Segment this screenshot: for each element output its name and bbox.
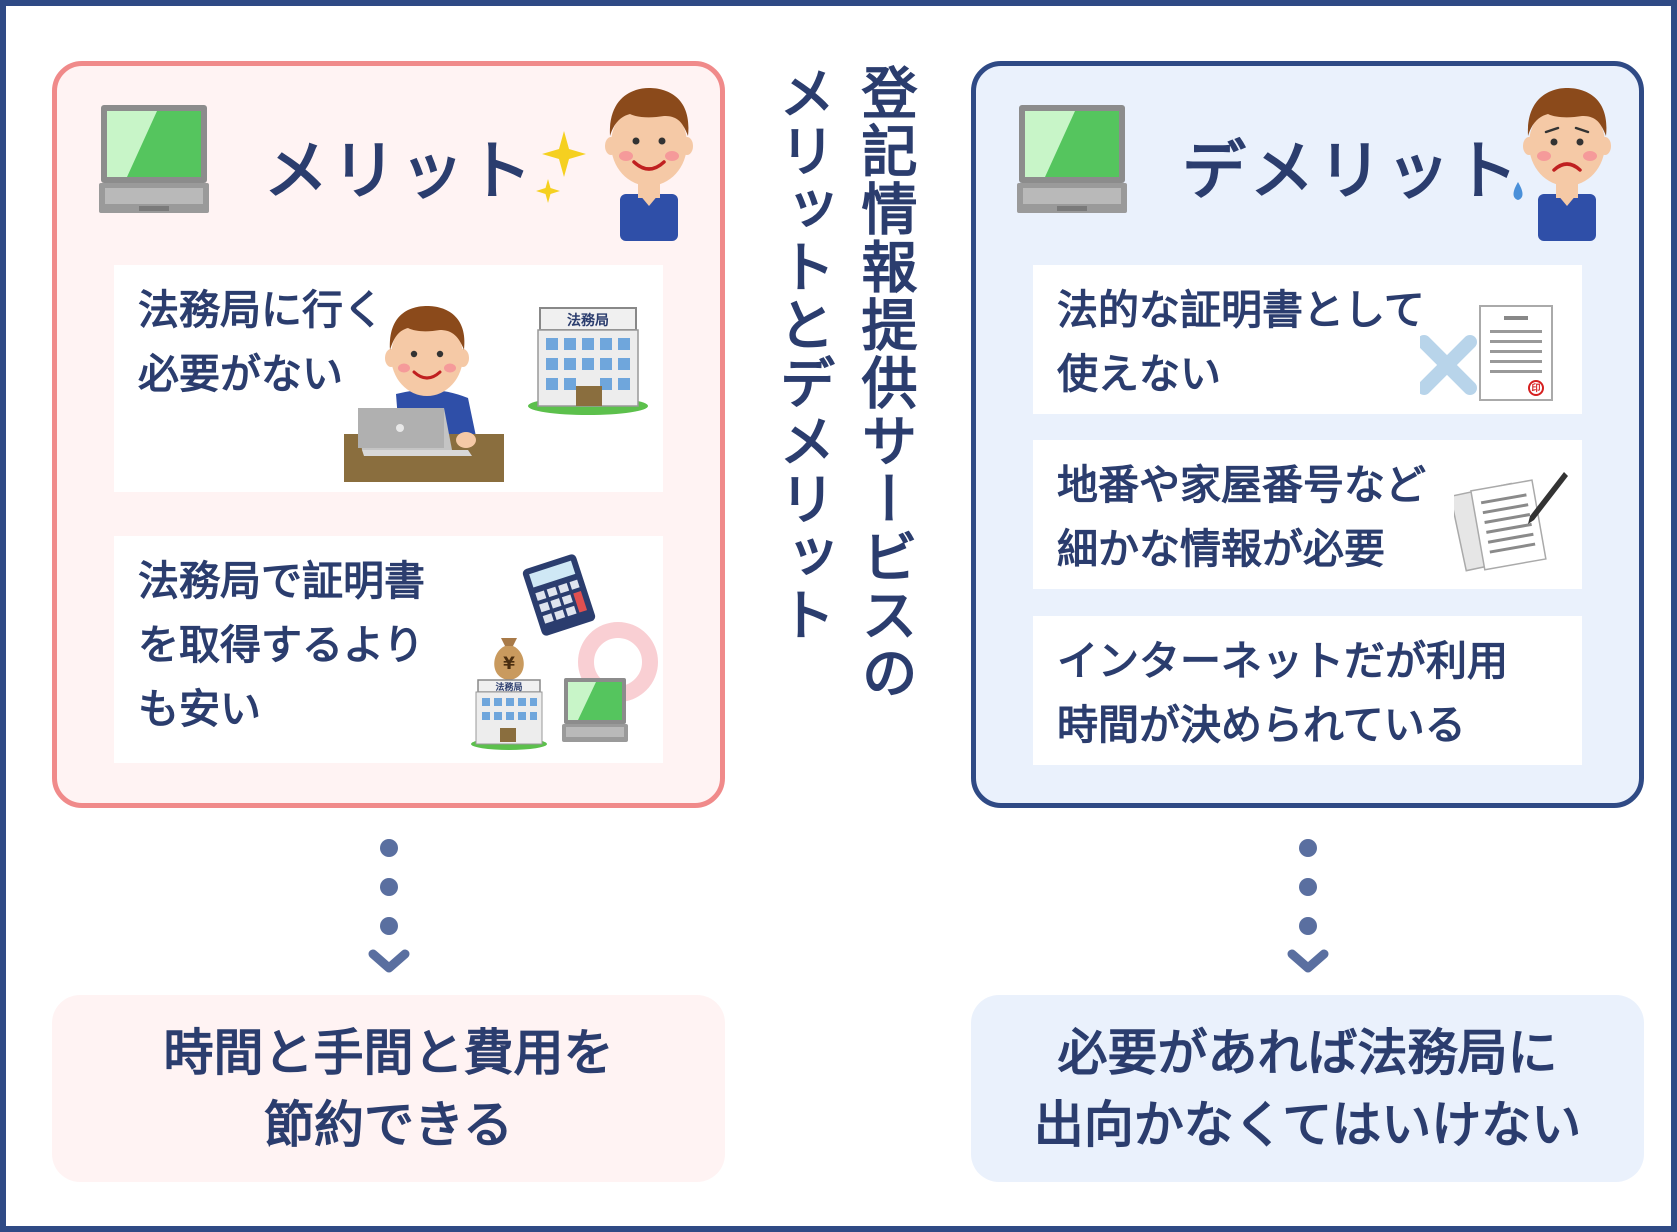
demerit-result-box: 必要があれば法務局に 出向かなくてはいけない bbox=[971, 995, 1644, 1182]
laptop-icon bbox=[1017, 105, 1127, 213]
seal-mark-text: 印 bbox=[1531, 384, 1541, 394]
demerit-result-text: 必要があれば法務局に 出向かなくてはいけない bbox=[1033, 1023, 1582, 1154]
demerit-heading: デメリット bbox=[1182, 135, 1522, 209]
happy-person-icon bbox=[605, 88, 693, 241]
demerit-card-3 bbox=[1033, 616, 1582, 765]
legal-office-building-icon bbox=[528, 307, 648, 415]
documents-with-pen-icon bbox=[1454, 472, 1568, 572]
merit-item-2-text: 法務局で証明書 を取得するより も安い bbox=[138, 557, 425, 733]
title-line-2: メリットとデメリット bbox=[770, 64, 835, 644]
small-laptop-icon bbox=[562, 678, 628, 742]
merit-result-text: 時間と手間と費用を 節約できる bbox=[163, 1023, 614, 1154]
demerit-item-1-text: 法的な証明書として 使えない bbox=[1057, 286, 1425, 398]
merit-down-arrow-icon bbox=[368, 839, 410, 973]
title-line-1: 登記情報提供サービスの bbox=[852, 64, 917, 702]
demerit-item-2-text: 地番や家屋番号など 細かな情報が必要 bbox=[1057, 461, 1426, 573]
sad-person-icon bbox=[1513, 88, 1611, 241]
laptop-icon bbox=[99, 105, 209, 213]
sparkle-icon bbox=[536, 131, 586, 203]
demerit-item-3-text: インターネットだが利用 時間が決められている bbox=[1057, 637, 1508, 749]
yen-symbol: ¥ bbox=[503, 654, 515, 674]
money-bag-icon bbox=[494, 638, 524, 680]
merit-result-box: 時間と手間と費用を 節約できる bbox=[52, 995, 725, 1182]
merit-item-1-text: 法務局に行く 必要がない bbox=[138, 286, 384, 398]
small-building-sign-text: 法務局 bbox=[495, 683, 523, 693]
merit-heading: メリット bbox=[264, 135, 536, 209]
building-sign-text: 法務局 bbox=[567, 313, 609, 329]
calculator-icon bbox=[522, 554, 596, 636]
person-with-laptop-icon bbox=[344, 306, 504, 482]
demerit-down-arrow-icon bbox=[1287, 839, 1329, 973]
invalid-certificate-icon bbox=[1420, 305, 1553, 401]
small-building-icon bbox=[471, 679, 547, 750]
